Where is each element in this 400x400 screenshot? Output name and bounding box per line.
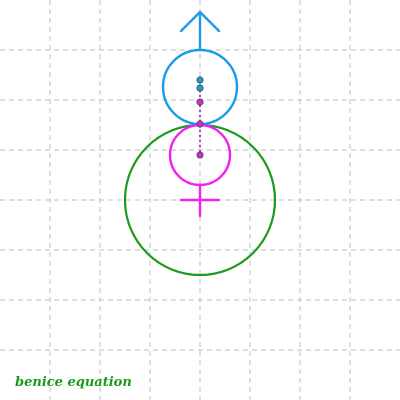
point — [196, 76, 204, 84]
point — [196, 120, 204, 128]
point — [196, 98, 204, 106]
mars-arrow-head — [179, 10, 221, 33]
point — [196, 151, 204, 159]
point — [196, 84, 204, 92]
marked-points — [196, 76, 204, 159]
caption: benice equation — [15, 375, 132, 390]
